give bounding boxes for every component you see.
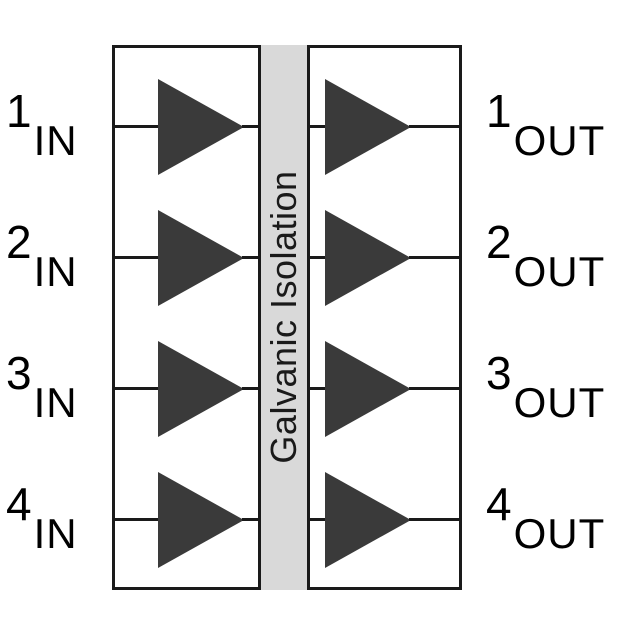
- channel-2-output-text: OUT: [513, 248, 606, 295]
- channel-4-input-wire: [112, 518, 160, 521]
- channel-2-output-wire: [409, 256, 462, 259]
- channel-2-output-number: 2: [486, 216, 512, 268]
- channel-4-output-pin-label: 4 OUT: [486, 480, 605, 560]
- channel-3-output-wire: [409, 387, 462, 390]
- channel-4-input-buffer-icon: [158, 472, 244, 568]
- channel-4-output-text: OUT: [513, 510, 606, 557]
- channel-4-output-buffer-icon: [325, 472, 411, 568]
- channel-3-input-number: 3: [6, 347, 32, 399]
- channel-3-input-text: IN: [33, 379, 78, 426]
- channel-1-output-wire: [409, 125, 462, 128]
- channel-1-output-text: OUT: [513, 117, 606, 164]
- channel-4-input-text: IN: [33, 510, 78, 557]
- channel-3-input-pin-label: 3 IN: [6, 349, 78, 429]
- channel-1-input-barrier-wire: [242, 125, 261, 128]
- channel-2-input-wire: [112, 256, 160, 259]
- channel-1-input-buffer-icon: [158, 79, 244, 175]
- channel-2-output-barrier-wire: [307, 256, 327, 259]
- channel-4-input-barrier-wire: [242, 518, 261, 521]
- channel-1-input-wire: [112, 125, 160, 128]
- channel-2-input-barrier-wire: [242, 256, 261, 259]
- channel-3-output-buffer-icon: [325, 341, 411, 437]
- channel-1-input-pin-label: 1 IN: [6, 87, 78, 167]
- channel-4-output-wire: [409, 518, 462, 521]
- channel-1-input-text: IN: [33, 117, 78, 164]
- channel-2-input-buffer-icon: [158, 210, 244, 306]
- channel-1-output-pin-label: 1 OUT: [486, 87, 605, 167]
- channel-2-input-pin-label: 2 IN: [6, 218, 78, 298]
- channel-2-input-text: IN: [33, 248, 78, 295]
- channel-3-output-number: 3: [486, 347, 512, 399]
- channel-1-output-buffer-icon: [325, 79, 411, 175]
- channel-2-output-pin-label: 2 OUT: [486, 218, 605, 298]
- channel-4-output-barrier-wire: [307, 518, 327, 521]
- channel-4-output-number: 4: [486, 478, 512, 530]
- galvanic-isolation-barrier: [258, 45, 310, 590]
- channel-3-output-text: OUT: [513, 379, 606, 426]
- channel-3-input-barrier-wire: [242, 387, 261, 390]
- channel-1-output-barrier-wire: [307, 125, 327, 128]
- channel-4-input-number: 4: [6, 478, 32, 530]
- channel-3-output-pin-label: 3 OUT: [486, 349, 605, 429]
- channel-4-input-pin-label: 4 IN: [6, 480, 78, 560]
- channel-1-output-number: 1: [486, 85, 512, 137]
- channel-2-output-buffer-icon: [325, 210, 411, 306]
- galvanic-isolation-label: Galvanic Isolation: [263, 170, 304, 464]
- channel-3-input-wire: [112, 387, 160, 390]
- channel-3-output-barrier-wire: [307, 387, 327, 390]
- channel-2-input-number: 2: [6, 216, 32, 268]
- channel-1-input-number: 1: [6, 85, 32, 137]
- channel-3-input-buffer-icon: [158, 341, 244, 437]
